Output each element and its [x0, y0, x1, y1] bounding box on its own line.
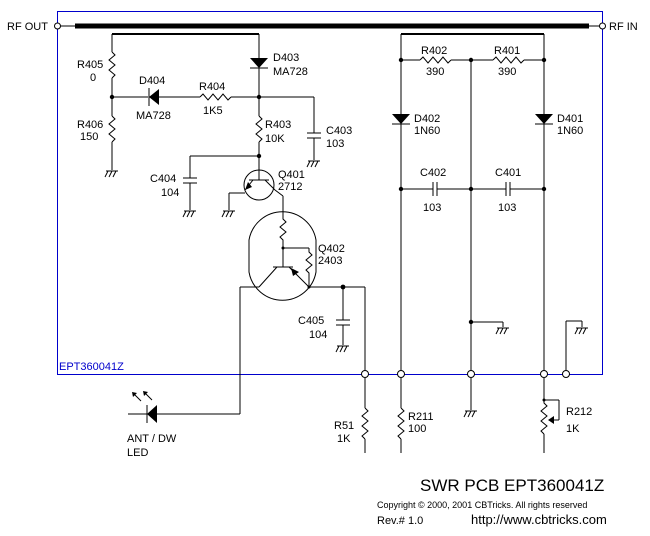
pcb-outline [57, 11, 603, 375]
D401-ref: D401 [557, 113, 583, 125]
R406-ref: R406 [77, 119, 103, 131]
R403-ref: R403 [265, 119, 291, 131]
C403-value: 103 [326, 138, 344, 150]
C402-value: 103 [423, 202, 441, 214]
R402-value: 390 [426, 66, 444, 78]
C404-capacitor [183, 177, 197, 184]
D404-ref: D404 [139, 75, 165, 87]
C402-capacitor [432, 182, 438, 196]
C404-value: 104 [161, 187, 179, 199]
R402-ref: R402 [421, 45, 447, 57]
led-icon [128, 391, 157, 423]
Q402-ref: Q402 [318, 243, 345, 255]
pcb-terminal [562, 370, 570, 378]
C401-value: 103 [498, 202, 516, 214]
revision-text: Rev.# 1.0 [377, 515, 423, 527]
ground-icon [104, 170, 118, 178]
D403-diode [250, 58, 268, 69]
D402-diode [392, 114, 410, 125]
R211-ref: R211 [408, 411, 433, 423]
C401-capacitor [505, 182, 511, 196]
ground-icon [463, 410, 477, 418]
R401-value: 390 [498, 66, 516, 78]
D403-ref: D403 [273, 52, 299, 64]
D403-value: MA728 [273, 66, 308, 78]
C401-ref: C401 [495, 167, 521, 179]
led-value: LED [127, 447, 148, 459]
Q402-value: 2403 [318, 255, 342, 267]
D402-ref: D402 [414, 113, 440, 125]
pcb-terminal [467, 370, 475, 378]
R212-value: 1K [566, 423, 580, 435]
pcb-terminal [361, 370, 369, 378]
C405-capacitor [336, 319, 350, 326]
R403-resistor [255, 115, 263, 143]
led-ref: ANT / DW [127, 433, 177, 445]
website-link[interactable]: http://www.cbtricks.com [471, 512, 607, 527]
C405-ref: C405 [298, 315, 324, 327]
Q401-transistor [243, 169, 276, 201]
R51-value: 1K [337, 433, 351, 445]
R51-ref: R51 [334, 420, 354, 432]
D404-value: MA728 [136, 110, 171, 122]
R403-value: 10K [265, 133, 285, 145]
D404-diode [148, 88, 159, 106]
R211-value: 100 [408, 423, 426, 435]
R402-resistor [419, 56, 452, 64]
R212-trimmer [540, 400, 548, 435]
Q402-transistor [248, 211, 317, 301]
C404-ref: C404 [150, 173, 176, 185]
R405-resistor [108, 51, 116, 79]
R404-ref: R404 [199, 81, 225, 93]
R404-resistor [199, 93, 232, 101]
rf-out-label: RF OUT [7, 21, 48, 33]
D401-value: 1N60 [557, 125, 583, 137]
Q401-value: 2712 [278, 181, 302, 193]
R405-ref: R405 [77, 59, 103, 71]
ground-icon [335, 345, 349, 353]
ground-icon [182, 210, 196, 218]
pcb-terminal [540, 370, 548, 378]
ground-icon [574, 327, 588, 335]
schematic-title: SWR PCB EPT360041Z [420, 476, 604, 495]
rf-in-label: RF IN [609, 21, 638, 33]
C402-ref: C402 [420, 167, 446, 179]
ground-icon [306, 160, 320, 168]
rf-out-terminal [54, 22, 61, 30]
R51-resistor [361, 407, 369, 440]
D401-diode [535, 114, 553, 125]
ground-icon [495, 327, 509, 335]
rf-in-terminal [599, 22, 606, 30]
D402-value: 1N60 [414, 125, 440, 137]
R401-ref: R401 [494, 45, 520, 57]
Q401-ref: Q401 [278, 169, 305, 181]
C403-ref: C403 [326, 125, 352, 137]
R211-resistor [397, 407, 405, 440]
copyright-text: Copyright © 2000, 2001 CBTricks. All rig… [377, 500, 587, 510]
C405-value: 104 [309, 329, 327, 341]
R406-resistor [108, 115, 116, 143]
pcb-label: EPT360041Z [59, 361, 124, 373]
ground-icon [221, 210, 235, 218]
R404-value: 1K5 [203, 105, 223, 117]
R401-resistor [492, 56, 525, 64]
C403-capacitor [307, 132, 321, 139]
pcb-terminal [397, 370, 405, 378]
R406-value: 150 [80, 131, 98, 143]
R212-ref: R212 [566, 406, 592, 418]
R405-value: 0 [90, 72, 96, 84]
